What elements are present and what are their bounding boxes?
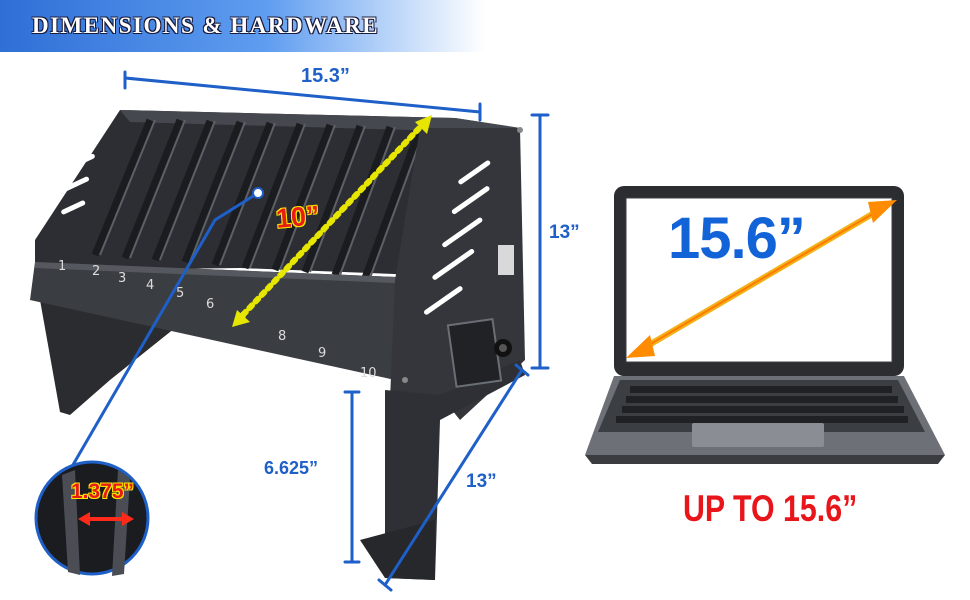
slot-number: 8 xyxy=(278,329,286,344)
dimension-lines xyxy=(68,70,550,592)
slot-depth-arrow xyxy=(232,115,432,327)
slot-number: 5 xyxy=(176,286,184,301)
screen-diagonal-arrow xyxy=(626,200,897,358)
slot-gap-zoom xyxy=(34,460,150,576)
slot-gap-label: 1.375” xyxy=(71,480,135,503)
max-laptop-size-caption: UP TO 15.6” xyxy=(683,488,858,529)
charging-rack-image xyxy=(30,110,525,580)
slot-number: 3 xyxy=(118,271,126,286)
height-label: 13” xyxy=(549,222,580,243)
screen-size-label: 15.6” xyxy=(668,206,806,271)
slot-number-labels: 1 2 3 4 5 6 7 8 9 10 xyxy=(58,259,377,381)
slot-number: 1 xyxy=(58,259,66,274)
width-label: 15.3” xyxy=(301,65,350,87)
banner-title: DIMENSIONS & HARDWARE xyxy=(32,13,380,38)
header-banner: DIMENSIONS & HARDWARE xyxy=(0,0,485,52)
depth-label: 13” xyxy=(466,471,497,492)
slot-number: 9 xyxy=(318,346,326,361)
slot-number: 10 xyxy=(360,366,377,381)
slot-number: 4 xyxy=(146,278,154,293)
slot-depth-label: 10” xyxy=(274,200,321,234)
leg-height-label: 6.625” xyxy=(264,458,319,478)
slot-number: 6 xyxy=(206,297,214,312)
slot-number: 2 xyxy=(92,264,100,279)
